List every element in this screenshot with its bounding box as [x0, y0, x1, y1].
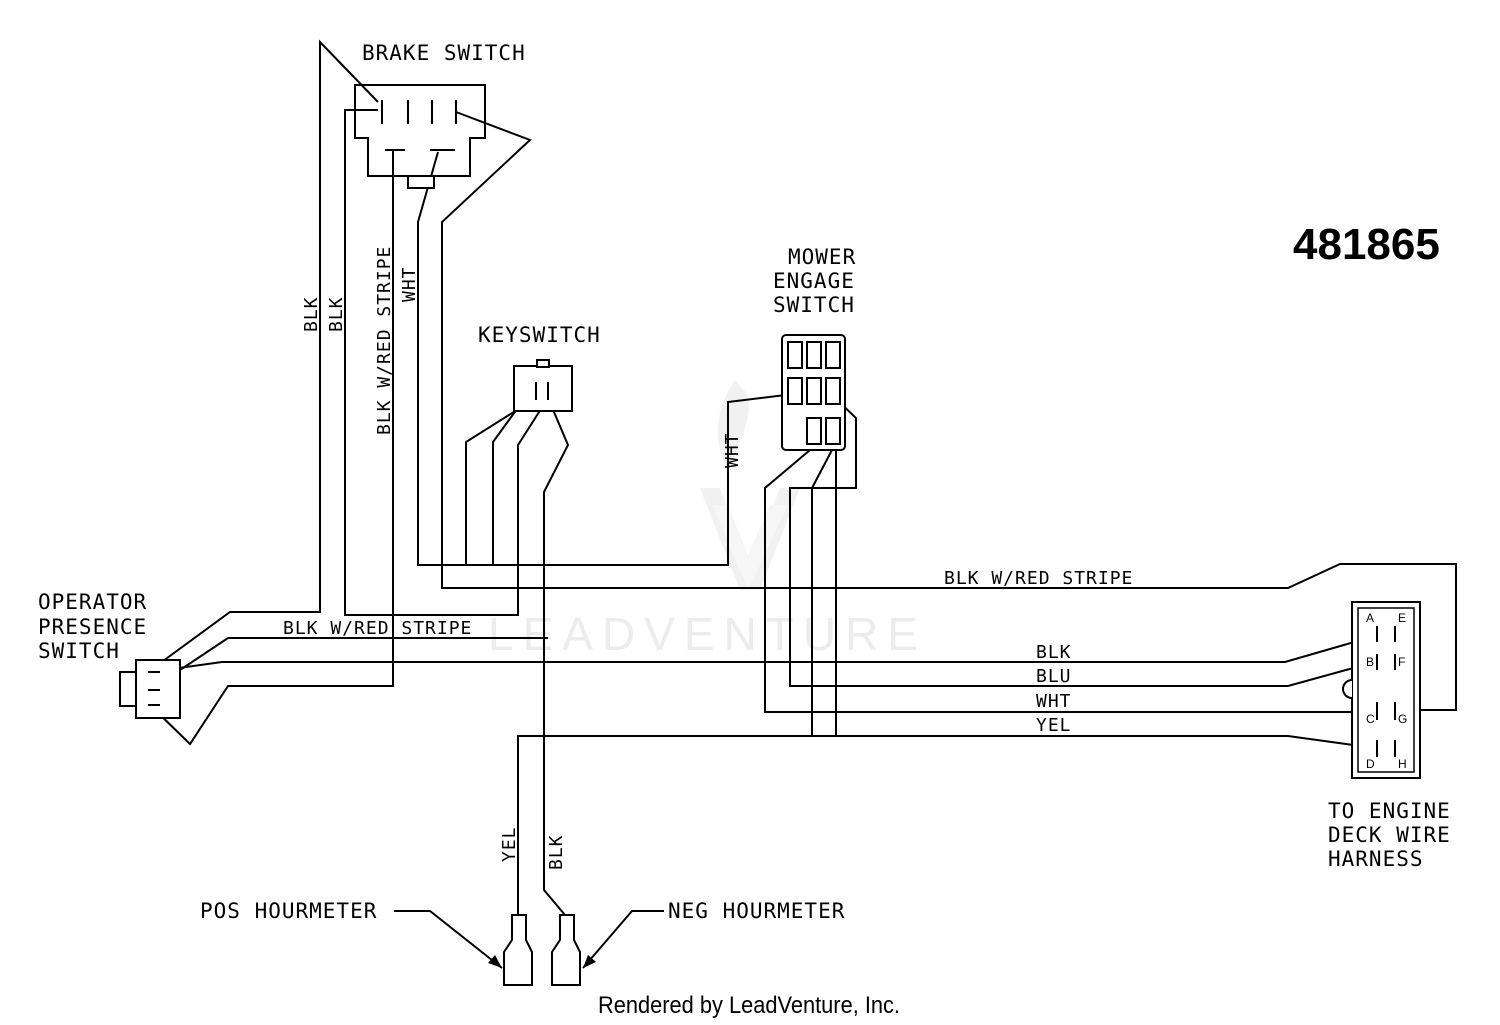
- wire-keyswitch-a: [465, 397, 537, 565]
- mower-engage-cell: [825, 341, 841, 369]
- wire-label-blk-red-vertical: BLK W/RED STRIPE: [374, 246, 395, 435]
- operator-presence-plunger: [119, 671, 137, 707]
- wire-label-blu: BLU: [1036, 666, 1072, 687]
- wire-pos-hourmeter: [517, 450, 837, 915]
- keyswitch-body: [513, 365, 573, 412]
- keyswitch-label: KEYSWITCH: [478, 323, 601, 347]
- operator-presence-switch: OPERATOR PRESENCE SWITCH: [38, 590, 181, 719]
- wire-blu-harness: [789, 397, 1376, 687]
- neg-hourmeter-leader: [582, 910, 664, 969]
- wire-label-wht-vertical: WHT: [399, 266, 420, 302]
- pin-b: B: [1366, 655, 1374, 669]
- harness-label-3: HARNESS: [1328, 847, 1424, 871]
- connector-terminals: [1376, 626, 1396, 757]
- mower-engage-label-3: SWITCH: [773, 293, 855, 317]
- wire-blk-red-top: [441, 111, 1457, 711]
- mower-engage-cell: [806, 377, 822, 405]
- brake-switch: BRAKE SWITCH: [354, 41, 526, 189]
- mower-engage-cell: [825, 417, 841, 445]
- wire-label-blk-red-left: BLK W/RED STRIPE: [283, 618, 472, 639]
- pin-e: E: [1398, 611, 1406, 625]
- wire-keyswitch-b: [492, 397, 526, 565]
- wire-label-blk-1: BLK: [301, 296, 322, 332]
- keyswitch: KEYSWITCH: [478, 323, 601, 412]
- wire-label-wht: WHT: [1036, 691, 1072, 712]
- pos-hourmeter-label: POS HOURMETER: [200, 899, 377, 923]
- pos-hourmeter-terminal: [503, 914, 533, 986]
- mower-engage-cell: [806, 417, 822, 445]
- pin-d: D: [1366, 757, 1375, 771]
- wire-blk-outer: [147, 39, 379, 673]
- keyswitch-tab: [536, 359, 550, 368]
- wire-blk-harness: [149, 635, 1376, 673]
- connector-key: [1342, 679, 1353, 699]
- mower-engage-cell: [806, 341, 822, 369]
- operator-presence-label-3: SWITCH: [38, 639, 120, 663]
- pin-a: A: [1366, 611, 1374, 625]
- connector-outer: [1351, 601, 1421, 779]
- part-number: 481865: [1293, 220, 1440, 269]
- harness-label-2: DECK WIRE: [1328, 823, 1451, 847]
- mower-engage-switch: MOWER ENGAGE SWITCH: [773, 245, 856, 451]
- wire-blk-red-vertical: [149, 150, 394, 746]
- pos-hourmeter-arrow-icon: [488, 955, 502, 968]
- credit-text: Rendered by LeadVenture, Inc.: [598, 992, 900, 1019]
- pos-hourmeter-leader: [394, 910, 503, 969]
- mower-engage-label-2: ENGAGE: [773, 269, 855, 293]
- engine-deck-connector: A B C D E F G H TO ENGINE DECK WIRE HARN…: [1328, 601, 1451, 871]
- brake-switch-body: [354, 84, 486, 177]
- wire-labels: BLK BLK BLK W/RED STRIPE WHT WHT BLK W/R…: [283, 246, 1133, 870]
- mower-engage-label-1: MOWER: [788, 245, 856, 269]
- wire-neg-hourmeter: [543, 397, 570, 916]
- brake-switch-label: BRAKE SWITCH: [362, 41, 526, 65]
- connector-inner: [1357, 607, 1415, 773]
- pin-g: G: [1398, 712, 1407, 726]
- neg-hourmeter-arrow-icon: [583, 955, 596, 968]
- wire-wht-brake: [417, 151, 811, 566]
- mower-engage-body: [781, 334, 846, 451]
- wire-label-blk-red-top: BLK W/RED STRIPE: [944, 568, 1133, 589]
- wire-label-wht-mower: WHT: [722, 432, 743, 468]
- wires: [147, 39, 1457, 916]
- watermark-logo-icon: [700, 380, 800, 590]
- mower-engage-cell: [787, 377, 803, 405]
- brake-switch-plunger: [407, 175, 435, 189]
- hourmeter-terminals: POS HOURMETER NEG HOURMETER: [200, 899, 845, 986]
- pin-h: H: [1398, 757, 1407, 771]
- watermark: LEADVENTURE: [488, 380, 927, 660]
- operator-presence-label-1: OPERATOR: [38, 590, 147, 614]
- wire-label-blk-hourmeter: BLK: [546, 834, 567, 870]
- wire-label-yel: YEL: [1036, 715, 1072, 736]
- pin-f: F: [1398, 655, 1405, 669]
- harness-label-1: TO ENGINE: [1328, 799, 1451, 823]
- wire-label-blk: BLK: [1036, 642, 1072, 663]
- wire-yel-harness: [811, 449, 1376, 749]
- watermark-text: LEADVENTURE: [488, 608, 927, 660]
- mower-engage-cell: [825, 377, 841, 405]
- neg-hourmeter-terminal: [551, 914, 581, 986]
- operator-presence-label-2: PRESENCE: [38, 615, 147, 639]
- wire-label-yel-hourmeter: YEL: [499, 826, 520, 862]
- wire-label-blk-2: BLK: [326, 296, 347, 332]
- pin-c: C: [1366, 712, 1375, 726]
- mower-engage-cell: [787, 341, 803, 369]
- wire-wht-harness: [764, 449, 1375, 713]
- neg-hourmeter-label: NEG HOURMETER: [668, 899, 845, 923]
- wire-blk-inner: [344, 109, 549, 616]
